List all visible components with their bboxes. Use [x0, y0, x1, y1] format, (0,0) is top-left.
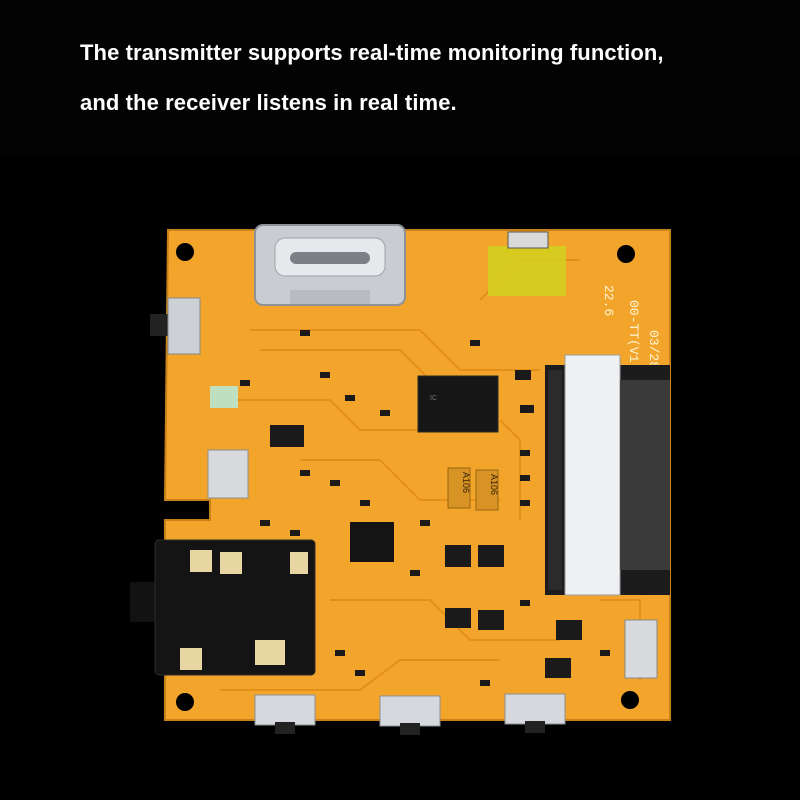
- svg-text:IC: IC: [430, 395, 437, 402]
- silkscreen-version: 00-TT(V1): [626, 300, 641, 370]
- tantalum-capacitors: A106 A106: [447, 467, 499, 511]
- usb-c-connector: [254, 224, 406, 306]
- caption-band: The transmitter supports real-time monit…: [0, 0, 800, 155]
- caption-line-1: The transmitter supports real-time monit…: [80, 40, 664, 65]
- cap-label-1: A106: [461, 472, 471, 493]
- smd-components: [240, 330, 610, 686]
- silkscreen-date: 03/28: [646, 330, 661, 369]
- rf-component: [507, 231, 549, 249]
- bottom-buttons: [254, 693, 566, 735]
- caption-line-2: and the receiver listens in real time.: [80, 90, 457, 115]
- rf-antenna-pad: [488, 246, 566, 296]
- codec-ic-chip: [350, 522, 394, 562]
- mounting-holes: [176, 243, 639, 711]
- audio-jack: [130, 539, 316, 676]
- silkscreen-text: 22.6 00-TT(V1) 03/28: [601, 285, 661, 370]
- silkscreen-rev: 22.6: [601, 285, 616, 316]
- side-connectors: [150, 297, 658, 679]
- cap-label-2: A106: [489, 474, 499, 495]
- fpc-connector: [545, 354, 670, 596]
- main-ic-chip: IC: [417, 375, 499, 433]
